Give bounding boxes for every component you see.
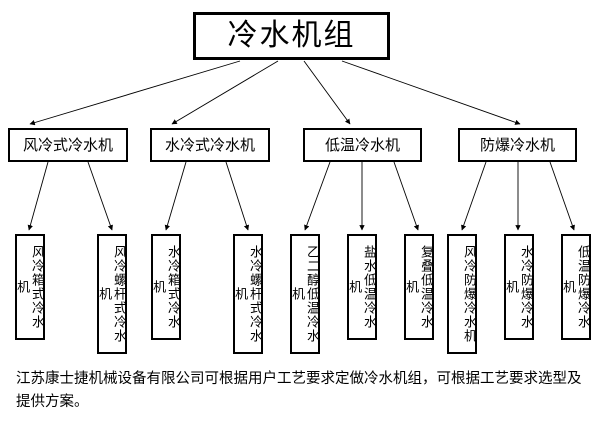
node-category-low-temperature[interactable]: 低温冷水机 — [303, 128, 422, 162]
edge-root-to-cat-4 — [341, 60, 521, 125]
edge-cat-4-to-leaf-1 — [461, 161, 487, 231]
node-leaf-air-cooled-explosion-proof[interactable]: 风冷防爆冷水机 — [447, 234, 477, 354]
node-leaf-label: 复叠低温冷水机 — [403, 245, 433, 329]
node-category-water-cooled[interactable]: 水冷式冷水机 — [150, 128, 270, 162]
node-leaf-cascade-low-temperature[interactable]: 复叠低温冷水机 — [403, 234, 434, 340]
node-category-label: 低温冷水机 — [324, 135, 400, 154]
node-leaf-label: 乙二醇低温冷水机 — [289, 245, 319, 343]
node-category-air-cooled[interactable]: 风冷式冷水机 — [8, 128, 128, 162]
node-leaf-glycol-low-temperature[interactable]: 乙二醇低温冷水机 — [289, 234, 320, 354]
edge-cat-2-to-leaf-2 — [225, 161, 250, 231]
edge-root-to-cat-2 — [171, 60, 279, 125]
node-leaf-label: 水冷螺杆式冷水机 — [232, 245, 262, 343]
edge-cat-1-to-leaf-2 — [87, 161, 113, 231]
node-root-label: 冷水机组 — [227, 18, 356, 53]
node-leaf-low-temperature-explosion-proof[interactable]: 低温防爆冷水机 — [560, 234, 591, 340]
diagram-caption: 江苏康士捷机械设备有限公司可根据用户工艺要求定做冷水机组，可根据工艺要求选型及提… — [16, 371, 582, 411]
edge-cat-3-to-leaf-3 — [393, 161, 419, 231]
edge-cat-4-to-leaf-3 — [549, 161, 575, 231]
node-root-chiller-unit[interactable]: 冷水机组 — [193, 12, 390, 60]
node-leaf-label: 水冷箱式冷水机 — [150, 245, 180, 329]
node-leaf-label: 水冷防爆冷水机 — [503, 245, 533, 329]
node-leaf-label: 风冷螺杆式冷水机 — [96, 245, 126, 343]
node-leaf-brine-low-temperature[interactable]: 盐水低温冷水机 — [346, 234, 377, 340]
node-leaf-label: 低温防爆冷水机 — [560, 245, 590, 329]
edge-cat-2-to-leaf-1 — [164, 161, 187, 231]
node-leaf-water-cooled-box-type[interactable]: 水冷箱式冷水机 — [150, 234, 181, 340]
node-category-explosion-proof[interactable]: 防爆冷水机 — [458, 128, 577, 162]
node-leaf-air-cooled-box-type[interactable]: 风冷箱式冷水机 — [14, 234, 45, 340]
edge-root-to-cat-1 — [29, 60, 241, 126]
node-category-label: 水冷式冷水机 — [164, 135, 255, 154]
node-leaf-label: 风冷箱式冷水机 — [14, 245, 44, 329]
node-category-label: 风冷式冷水机 — [22, 135, 113, 154]
node-leaf-water-cooled-screw-type[interactable]: 水冷螺杆式冷水机 — [232, 234, 263, 354]
node-category-label: 防爆冷水机 — [479, 135, 555, 154]
edge-cat-3-to-leaf-1 — [304, 161, 331, 231]
edge-cat-1-to-leaf-1 — [27, 161, 49, 231]
node-leaf-air-cooled-screw-type[interactable]: 风冷螺杆式冷水机 — [96, 234, 127, 354]
node-leaf-water-cooled-explosion-proof[interactable]: 水冷防爆冷水机 — [503, 234, 534, 340]
edge-root-to-cat-3 — [303, 60, 351, 125]
node-leaf-label: 盐水低温冷水机 — [346, 245, 376, 329]
node-leaf-label: 风冷防爆冷水机 — [461, 245, 476, 343]
